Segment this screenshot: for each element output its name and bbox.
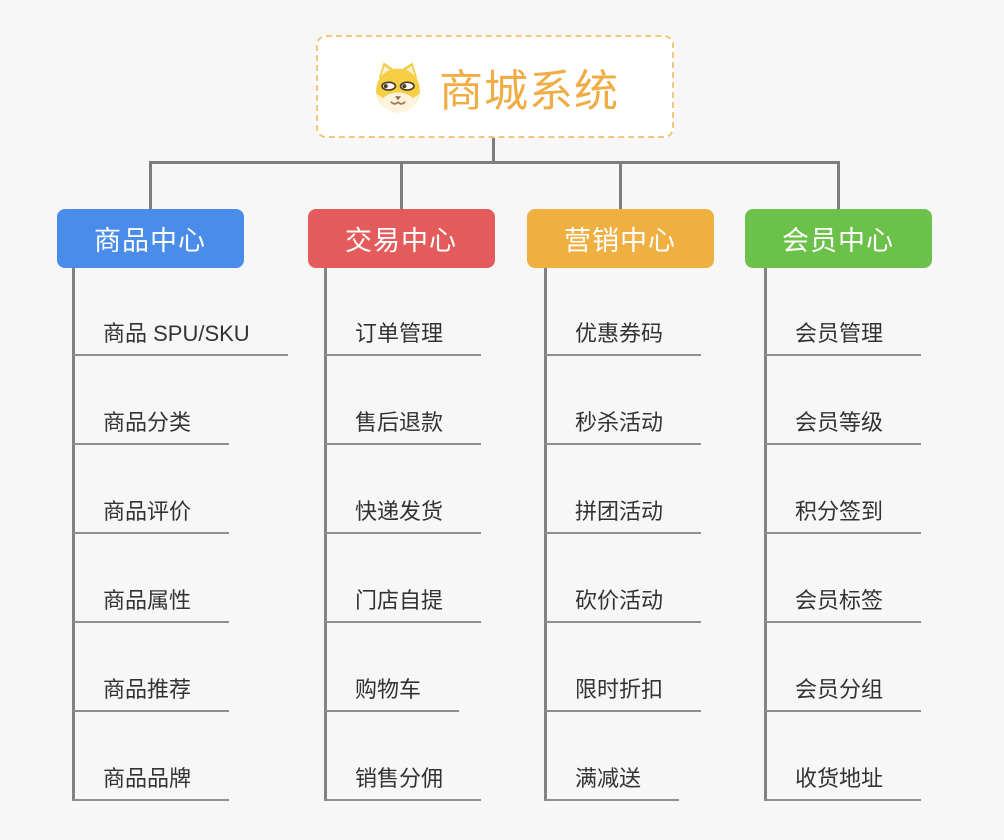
connector-child-line bbox=[71, 268, 75, 801]
child-topic[interactable]: 优惠券码 bbox=[545, 321, 702, 356]
child-topic-label: 订单管理 bbox=[355, 321, 444, 346]
branch-topic-label: 商品中心 bbox=[94, 226, 206, 256]
child-topic-label: 满减送 bbox=[575, 766, 642, 791]
connector-branch-drop bbox=[836, 161, 840, 210]
child-topic-label: 会员管理 bbox=[795, 321, 884, 346]
connector-branch-drop bbox=[399, 161, 403, 210]
connector-bus bbox=[148, 161, 840, 164]
child-topic-label: 购物车 bbox=[355, 677, 422, 702]
child-topic[interactable]: 会员分组 bbox=[765, 677, 922, 712]
child-topic[interactable]: 秒杀活动 bbox=[545, 410, 702, 445]
child-topic-label: 秒杀活动 bbox=[575, 410, 664, 435]
child-topic-label: 商品分类 bbox=[103, 410, 192, 435]
child-topic-label: 快递发货 bbox=[355, 499, 444, 524]
child-topic-label: 会员标签 bbox=[795, 588, 884, 613]
child-topic[interactable]: 商品分类 bbox=[73, 410, 230, 445]
child-topic[interactable]: 购物车 bbox=[325, 677, 460, 712]
branch-topic-3[interactable]: 营销中心 bbox=[526, 209, 714, 268]
child-topic-label: 商品推荐 bbox=[103, 677, 192, 702]
branch-topic-2[interactable]: 交易中心 bbox=[307, 209, 495, 268]
child-topic[interactable]: 售后退款 bbox=[325, 410, 482, 445]
child-topic[interactable]: 拼团活动 bbox=[545, 499, 702, 534]
dog-face-icon bbox=[376, 62, 420, 112]
connector-child-line bbox=[763, 268, 767, 801]
branch-topic-label: 会员中心 bbox=[782, 226, 894, 256]
child-topic[interactable]: 快递发货 bbox=[325, 499, 482, 534]
child-topic-label: 商品 SPU/SKU bbox=[103, 321, 250, 346]
child-topic[interactable]: 满减送 bbox=[545, 766, 680, 801]
child-topic-label: 会员分组 bbox=[795, 677, 884, 702]
child-topic[interactable]: 商品 SPU/SKU bbox=[73, 321, 288, 356]
connector-child-line bbox=[543, 268, 547, 801]
connector-branch-drop bbox=[618, 161, 622, 210]
child-topic[interactable]: 商品推荐 bbox=[73, 677, 230, 712]
child-topic[interactable]: 会员标签 bbox=[765, 588, 922, 623]
child-topic[interactable]: 会员等级 bbox=[765, 410, 922, 445]
child-topic-label: 收货地址 bbox=[795, 766, 884, 791]
child-topic-label: 优惠券码 bbox=[575, 321, 664, 346]
child-topic[interactable]: 商品评价 bbox=[73, 499, 230, 534]
child-topic[interactable]: 销售分佣 bbox=[325, 766, 482, 801]
root-topic[interactable]: 商城系统 bbox=[316, 35, 674, 138]
child-topic[interactable]: 会员管理 bbox=[765, 321, 922, 356]
child-topic-label: 拼团活动 bbox=[575, 499, 664, 524]
child-topic[interactable]: 收货地址 bbox=[765, 766, 922, 801]
child-topic-label: 限时折扣 bbox=[575, 677, 664, 702]
branch-topic-4[interactable]: 会员中心 bbox=[744, 209, 932, 268]
child-topic-label: 积分签到 bbox=[795, 499, 884, 524]
child-topic-label: 门店自提 bbox=[355, 588, 444, 613]
branch-topic-1[interactable]: 商品中心 bbox=[56, 209, 244, 268]
child-topic-label: 商品评价 bbox=[103, 499, 192, 524]
child-topic[interactable]: 积分签到 bbox=[765, 499, 922, 534]
child-topic[interactable]: 订单管理 bbox=[325, 321, 482, 356]
child-topic[interactable]: 商品属性 bbox=[73, 588, 230, 623]
child-topic-label: 售后退款 bbox=[355, 410, 444, 435]
connector-branch-drop bbox=[148, 161, 152, 210]
child-topic-label: 会员等级 bbox=[795, 410, 884, 435]
child-topic-label: 砍价活动 bbox=[575, 588, 664, 613]
branch-topic-label: 交易中心 bbox=[345, 226, 457, 256]
child-topic[interactable]: 限时折扣 bbox=[545, 677, 702, 712]
child-topic-label: 商品属性 bbox=[103, 588, 192, 613]
root-topic-label: 商城系统 bbox=[439, 66, 619, 116]
child-topic[interactable]: 砍价活动 bbox=[545, 588, 702, 623]
child-topic[interactable]: 商品品牌 bbox=[73, 766, 230, 801]
child-topic-label: 商品品牌 bbox=[103, 766, 192, 791]
child-topic-label: 销售分佣 bbox=[355, 766, 444, 791]
connector-child-line bbox=[323, 268, 327, 801]
connector-root-stem bbox=[491, 138, 495, 164]
child-topic[interactable]: 门店自提 bbox=[325, 588, 482, 623]
branch-topic-label: 营销中心 bbox=[564, 226, 676, 256]
